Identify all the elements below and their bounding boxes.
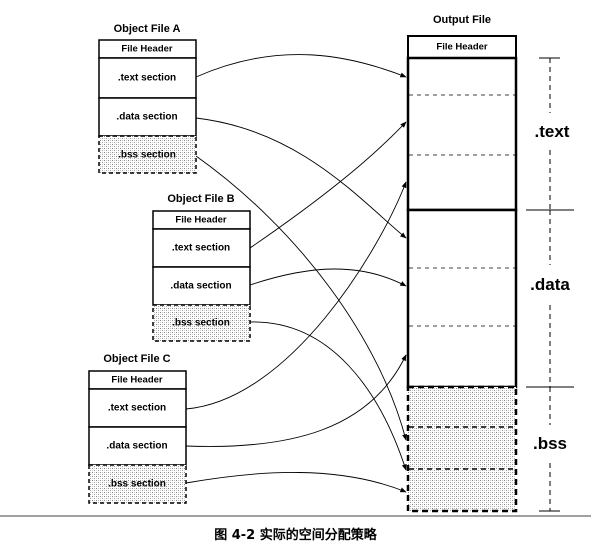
arrow-c-bss (185, 472, 407, 493)
output-file (406, 35, 518, 513)
file-b-data-box (152, 266, 251, 306)
arrow-a-bss (195, 155, 408, 441)
output-data-segment (406, 208, 518, 389)
output-file-title: Output File (432, 14, 492, 26)
object-file-b (152, 210, 251, 342)
file-a-bss-box (98, 135, 197, 174)
file-c-bss-label: .bss section (108, 478, 166, 490)
file-a-bss-label: .bss section (118, 149, 176, 161)
object-file-b-title: Object File B (167, 193, 235, 205)
arrow-b-bss (249, 321, 407, 471)
arrow-c-data (185, 354, 407, 447)
arrow-c-text (185, 181, 407, 410)
file-c-text-label: .text section (107, 402, 167, 414)
file-a-data-box (98, 97, 197, 137)
file-c-data-label: .data section (106, 440, 168, 452)
object-file-a-title: Object File A (113, 23, 181, 35)
arrow-b-text (249, 121, 407, 249)
file-b-data-label: .data section (170, 280, 232, 292)
mapping-arrows (185, 54, 408, 493)
file-c-bss-box (88, 464, 187, 504)
file-a-data-label: .data section (116, 111, 178, 123)
file-b-header-label: File Header (175, 214, 227, 226)
object-file-c (88, 370, 187, 504)
file-c-data-box (88, 426, 187, 466)
file-c-header-label: File Header (111, 374, 163, 386)
segment-label-data: .data (530, 275, 570, 294)
segment-label-text: .text (534, 122, 570, 141)
object-file-c-title: Object File C (103, 353, 171, 365)
file-a-header-label: File Header (121, 43, 173, 55)
file-a-text-label: .text section (117, 72, 177, 84)
object-file-a (98, 39, 197, 174)
arrow-b-data (249, 268, 407, 287)
figure-caption: 图 4-2 实际的空间分配策略 (214, 528, 377, 543)
file-b-bss-label: .bss section (172, 317, 230, 329)
output-text-segment (406, 56, 518, 212)
output-bss-segment (406, 385, 518, 513)
segment-label-bss: .bss (532, 434, 568, 453)
file-b-bss-box (152, 304, 251, 342)
output-subdividers (409, 94, 515, 327)
output-header-label: File Header (436, 41, 488, 53)
file-b-text-label: .text section (171, 242, 231, 254)
segment-span-indicators (526, 57, 574, 512)
arrow-a-text (195, 54, 407, 78)
file-a-text-box (98, 57, 197, 99)
